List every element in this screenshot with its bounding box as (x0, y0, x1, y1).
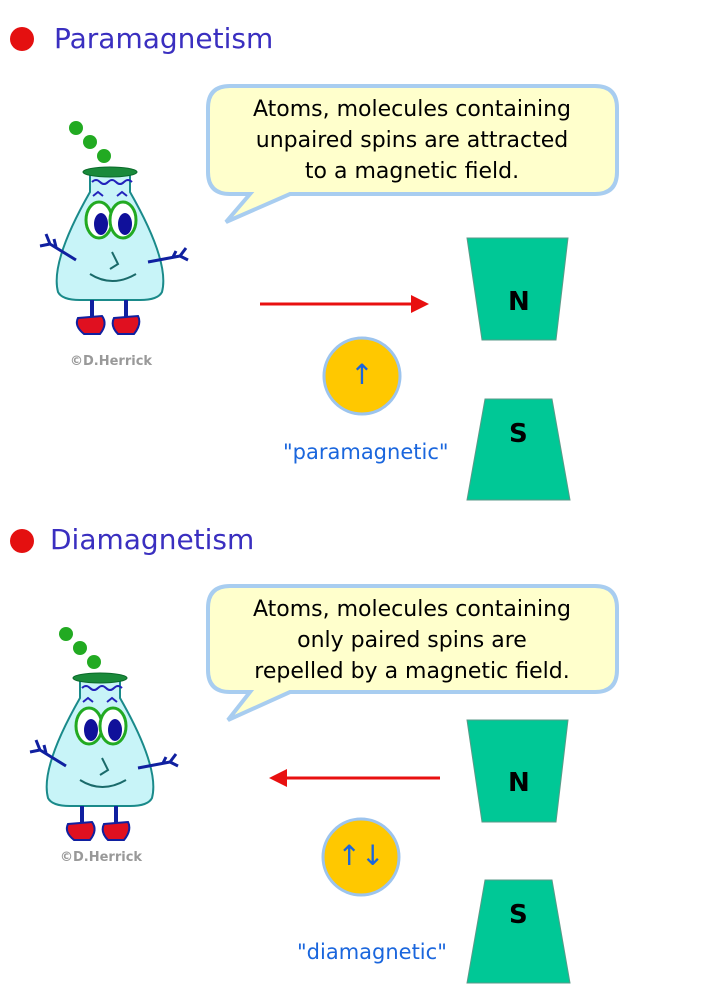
bubble-line: unpaired spins are attracted (255, 128, 569, 153)
spin-pair-icon: ↑↓ (337, 839, 385, 872)
bubble-line: repelled by a magnetic field. (254, 659, 570, 684)
speech-bubble (206, 84, 619, 224)
bubble-line: Atoms, molecules containing (253, 597, 571, 622)
section-title: Paramagnetism (54, 22, 274, 55)
pole-north-label: N (508, 287, 530, 317)
copyright: ©D.Herrick (70, 354, 153, 369)
magnet-north (466, 237, 569, 341)
bubble-line: Atoms, molecules containing (253, 97, 571, 122)
spin-label: "paramagnetic" (283, 440, 449, 464)
bubble-text: Atoms, molecules containing only paired … (207, 594, 617, 687)
pole-north-label: N (508, 768, 530, 798)
spin-circle (321, 817, 401, 897)
bullet-icon (10, 27, 34, 51)
pole-south-label: S (509, 900, 528, 930)
bubble-text: Atoms, molecules containing unpaired spi… (207, 94, 617, 187)
bullet-icon (10, 529, 34, 553)
spin-circle (322, 336, 402, 416)
bubble-line: only paired spins are (297, 628, 527, 653)
section-title: Diamagnetism (50, 523, 255, 556)
bubble-line: to a magnetic field. (304, 159, 520, 184)
flask-mascot (38, 119, 190, 336)
spin-label: "diamagnetic" (297, 940, 447, 964)
copyright: ©D.Herrick (60, 850, 143, 865)
magnet-south (466, 398, 571, 501)
flask-mascot (28, 625, 180, 842)
spin-up-icon: ↑ (350, 358, 374, 391)
pole-south-label: S (509, 419, 528, 449)
magnet-south (466, 879, 571, 984)
magnet-north (466, 719, 569, 823)
speech-bubble (206, 584, 619, 722)
